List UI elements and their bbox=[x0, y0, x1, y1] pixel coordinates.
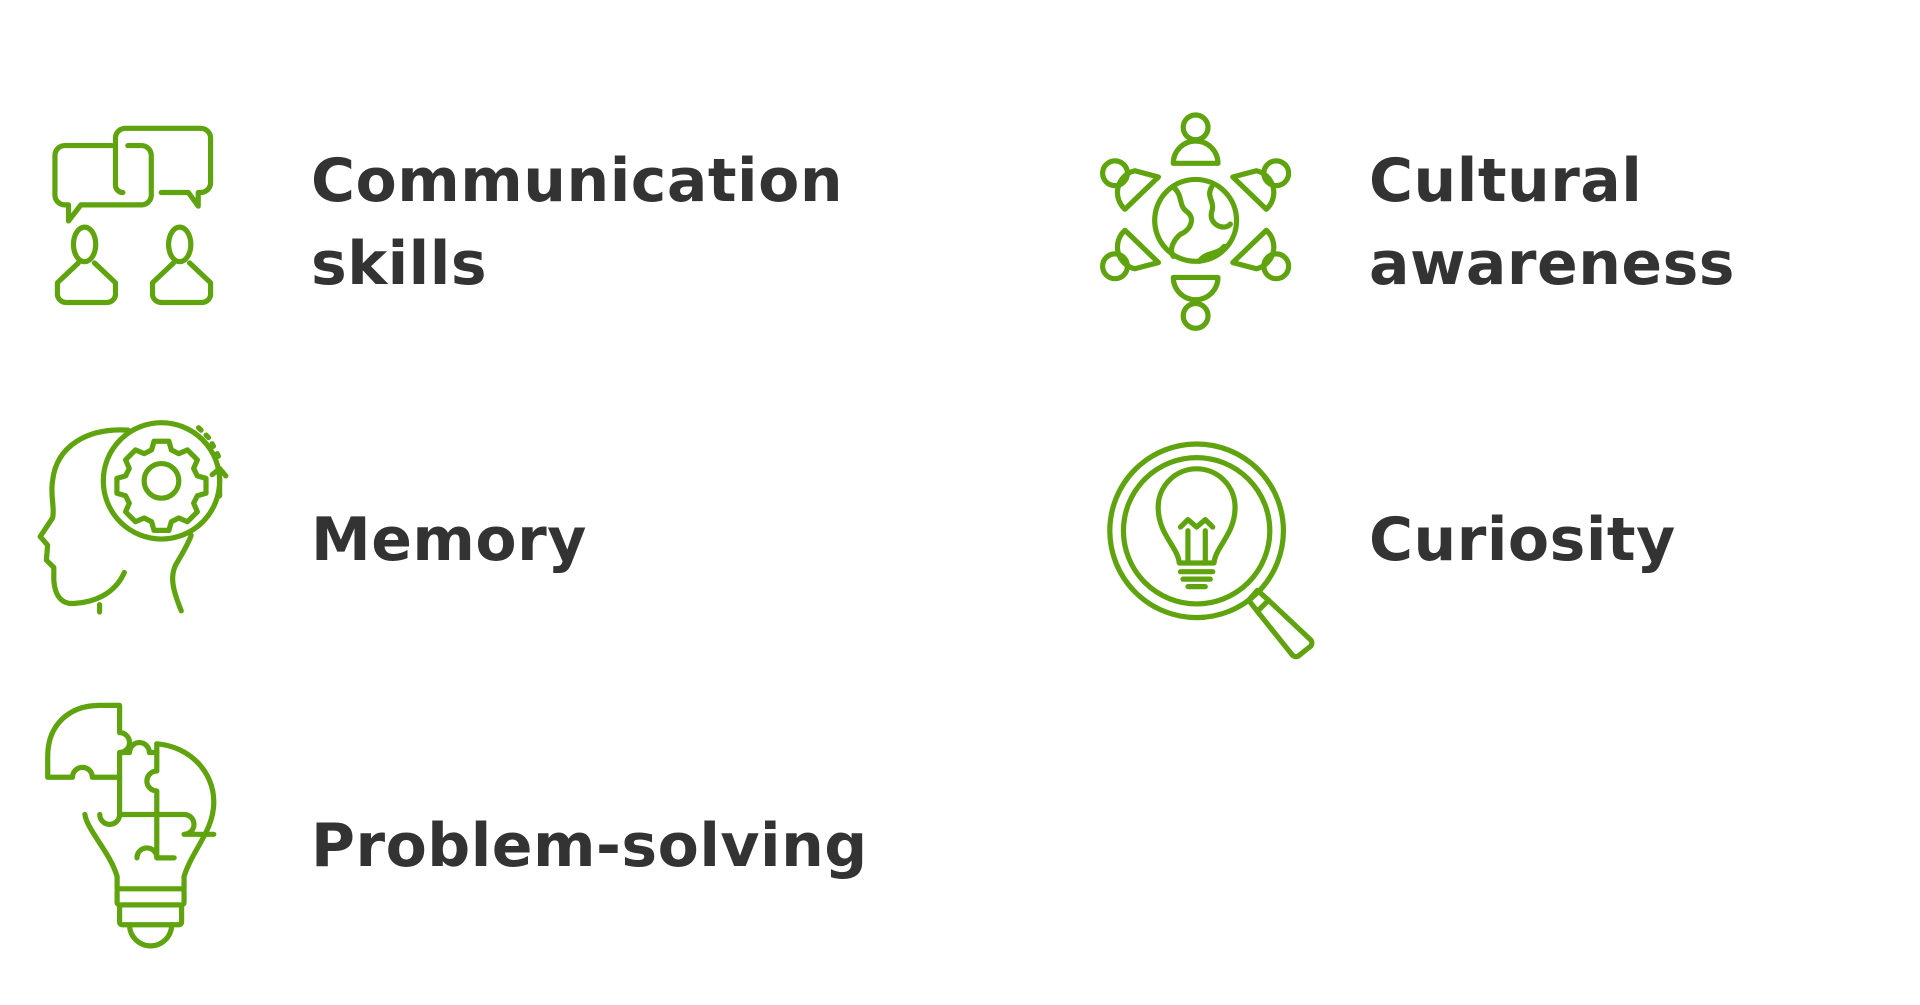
communication-icon bbox=[50, 124, 218, 308]
head-gear-icon bbox=[35, 419, 231, 617]
skill-label: Communication skills bbox=[311, 140, 843, 306]
skill-label-line1: Problem-solving bbox=[311, 811, 868, 881]
skill-label-line2: skills bbox=[311, 229, 488, 299]
skill-label: Memory bbox=[311, 499, 587, 582]
skill-label-line1: Communication bbox=[311, 146, 844, 216]
puzzle-lightbulb-icon bbox=[44, 700, 220, 950]
skill-label-line1: Memory bbox=[311, 505, 587, 575]
skill-label-line2: awareness bbox=[1369, 229, 1736, 299]
skill-label: Cultural awareness bbox=[1369, 140, 1735, 306]
skill-label: Problem-solving bbox=[311, 805, 868, 888]
skill-label-line1: Curiosity bbox=[1369, 505, 1676, 575]
skill-label-line1: Cultural bbox=[1369, 146, 1643, 216]
globe-people-icon bbox=[1095, 110, 1295, 332]
magnifier-lightbulb-icon bbox=[1106, 439, 1317, 661]
skill-label: Curiosity bbox=[1369, 499, 1676, 582]
